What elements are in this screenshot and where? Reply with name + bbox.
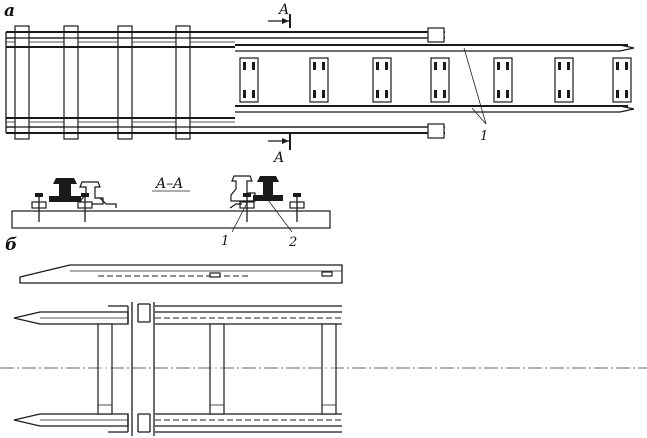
panel-b: б: [0, 235, 647, 436]
section-callout-2-label: 2: [288, 235, 297, 250]
section-callout-1-label: 1: [221, 234, 229, 249]
guide-rail-side-view: [19, 264, 343, 284]
section-callouts: 1 2: [221, 199, 297, 250]
guide-section-sleepers: [239, 57, 632, 103]
section-left-rail: [31, 178, 117, 222]
section-mark-bottom: A: [268, 133, 291, 166]
section-title: A–A: [154, 176, 183, 192]
section-sleeper: [11, 210, 331, 229]
panel-a-label: а: [4, 1, 15, 21]
section-right-rail: [229, 175, 305, 222]
guide-rails-plan-view: [0, 302, 647, 436]
plan-view: A A 1 а: [4, 1, 635, 166]
main-track-sleepers: [14, 25, 191, 140]
plan-callout-1-label: 1: [480, 129, 488, 144]
guide-rails: [235, 27, 635, 139]
section-mark-top-label: A: [277, 2, 289, 18]
plan-callout-1: 1: [463, 47, 488, 144]
section-mark-top: A: [268, 2, 291, 28]
panel-b-label: б: [5, 235, 17, 255]
section-a-a: A–A: [11, 175, 331, 250]
section-mark-bottom-label: A: [272, 150, 284, 166]
panel-b-sleepers: [97, 323, 337, 415]
main-rails-overlay: [6, 31, 445, 134]
